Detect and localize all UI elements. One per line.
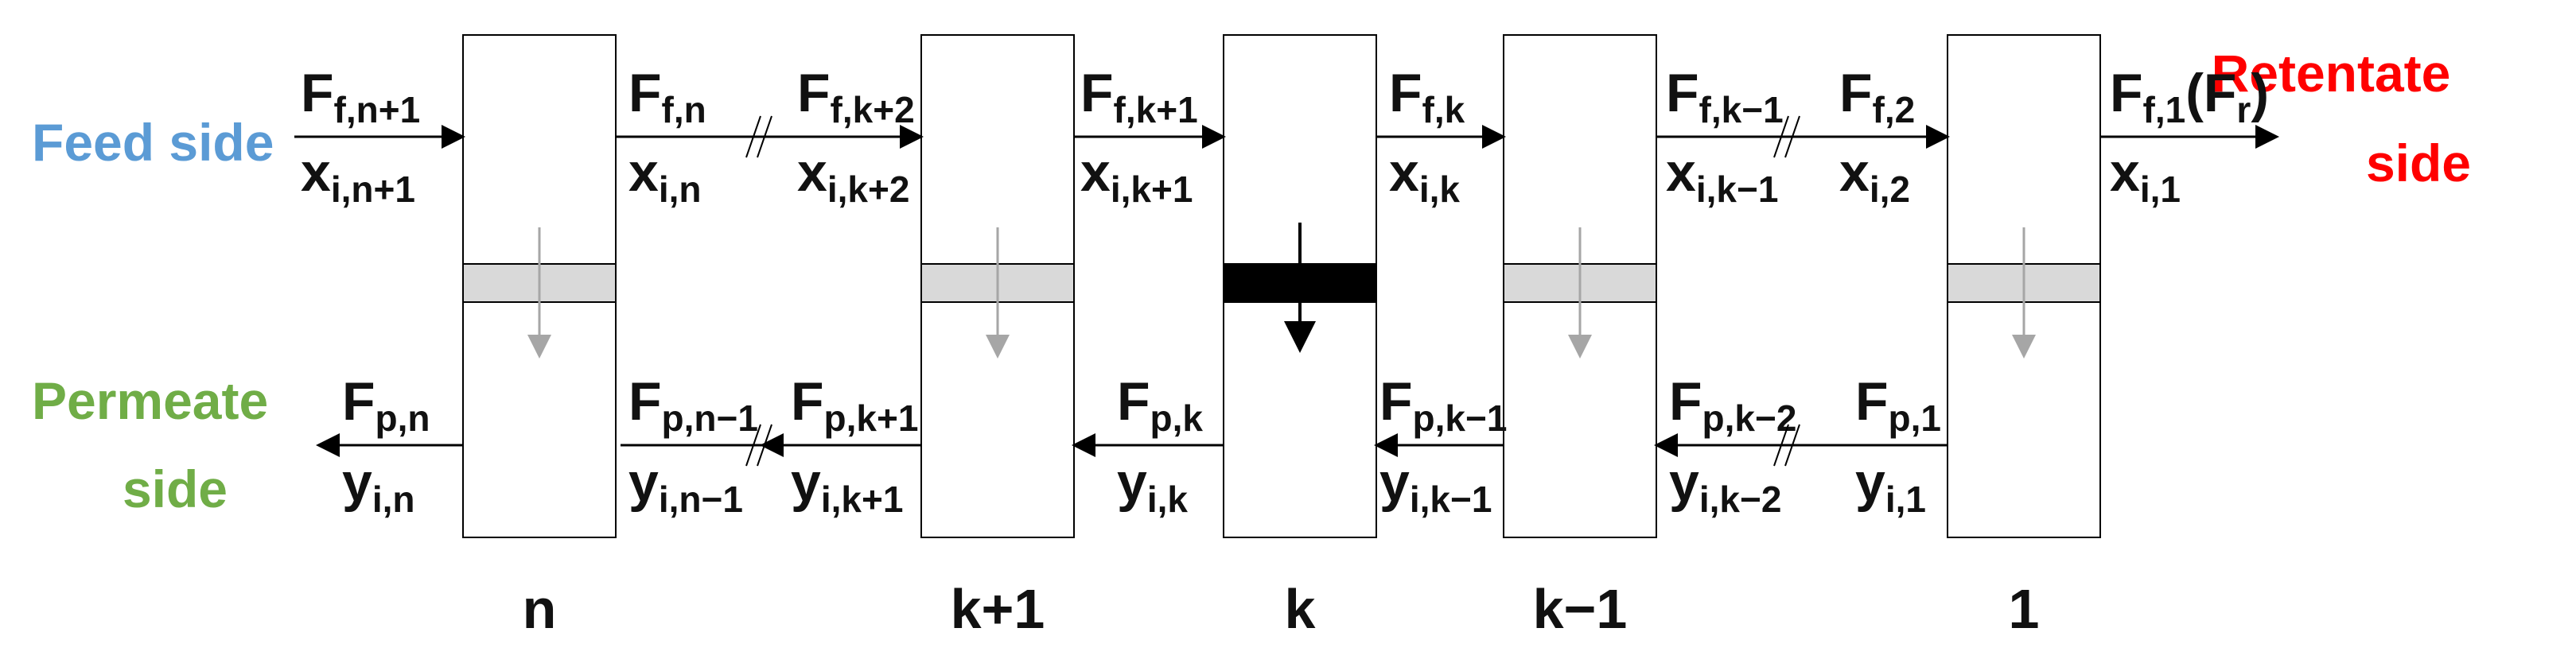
feed-streams-layer: Ff,n+1 xi,n+1 Ff,n xi,n Ff,k+2 xi,k+2 Ff,k+1 xi… bbox=[294, 63, 2279, 210]
stage-1: k+1 bbox=[920, 34, 1075, 640]
feed-composition-label: xi,k+1 bbox=[1080, 142, 1193, 210]
feed-flow-label: Ff,2 bbox=[1839, 63, 1915, 130]
permeate-composition-label: yi,k−2 bbox=[1669, 452, 1781, 520]
stage-label: k+1 bbox=[951, 578, 1045, 640]
stage-label: 1 bbox=[2009, 578, 2040, 640]
feed-stream-2: Ff,k+2 xi,k+2 bbox=[762, 63, 924, 210]
permeate-stream-2: Fp,k+1 yi,k+1 bbox=[760, 371, 921, 520]
permeate-flow-label: Fp,k−1 bbox=[1379, 371, 1507, 439]
retentate-side-label-line1: Retentate bbox=[2212, 44, 2451, 103]
feed-composition-label: xi,k+2 bbox=[797, 142, 909, 210]
permeate-composition-label: yi,1 bbox=[1855, 452, 1926, 520]
feed-stream-1: Ff,n xi,n bbox=[616, 63, 762, 210]
feed-composition-label: xi,n bbox=[628, 142, 702, 210]
permeate-composition-label: yi,k bbox=[1117, 452, 1188, 520]
feed-composition-label: xi,1 bbox=[2110, 142, 2181, 210]
feed-composition-label: xi,2 bbox=[1839, 142, 1910, 210]
permeate-flow-label: Fp,1 bbox=[1855, 371, 1941, 439]
permeate-composition-label: yi,k−1 bbox=[1379, 452, 1492, 520]
feed-composition-label: xi,k bbox=[1389, 142, 1460, 210]
permeate-stream-3: Fp,k yi,k bbox=[1072, 371, 1224, 520]
permeate-stream-5: Fp,k−2 yi,k−2 bbox=[1654, 371, 1796, 520]
stage-4: 1 bbox=[1947, 34, 2101, 640]
permeate-flow-label: Fp,n−1 bbox=[628, 371, 758, 439]
break-mark bbox=[1784, 115, 1800, 158]
permeate-flow-label: Fp,k bbox=[1117, 371, 1203, 439]
break-mark bbox=[757, 424, 772, 467]
feed-stream-0: Ff,n+1 xi,n+1 bbox=[294, 63, 465, 210]
break-mark bbox=[1784, 424, 1800, 467]
permeate-side-label-line2: side bbox=[123, 459, 228, 518]
permeate-flow-label: Fp,k+1 bbox=[791, 371, 918, 439]
break-mark bbox=[1773, 115, 1789, 158]
permeate-streams-layer: Fp,n yi,n Fp,n−1 yi,n−1 Fp,k+1 yi,k+1 Fp,k yi,k… bbox=[316, 371, 1948, 520]
permeate-stream-4: Fp,k−1 yi,k−1 bbox=[1374, 371, 1507, 520]
retentate-side-label-line2: side bbox=[2366, 134, 2471, 192]
permeate-stream-6: Fp,1 yi,1 bbox=[1790, 371, 1948, 520]
permeate-composition-label: yi,n−1 bbox=[628, 452, 743, 520]
feed-flow-label: Ff,n bbox=[628, 63, 706, 130]
feed-stream-4: Ff,k xi,k bbox=[1376, 63, 1506, 210]
stages-layer: n k+1 k k−1 1 bbox=[462, 34, 2101, 640]
feed-stream-7: Ff,1(Fr) xi,1 bbox=[2100, 63, 2279, 210]
break-mark bbox=[745, 424, 761, 467]
stage-label: n bbox=[523, 578, 557, 640]
feed-flow-label: Ff,n+1 bbox=[301, 63, 420, 130]
stage-label: k bbox=[1285, 578, 1316, 640]
feed-stream-3: Ff,k+1 xi,k+1 bbox=[1074, 63, 1226, 210]
break-mark bbox=[745, 115, 761, 158]
permeate-stream-0: Fp,n yi,n bbox=[316, 371, 463, 520]
feed-flow-label: Ff,k bbox=[1389, 63, 1465, 130]
feed-composition-label: xi,n+1 bbox=[301, 142, 415, 210]
permeate-composition-label: yi,k+1 bbox=[791, 452, 903, 520]
stage-3: k−1 bbox=[1503, 34, 1657, 640]
break-mark bbox=[1773, 424, 1789, 467]
stage-label: k−1 bbox=[1533, 578, 1628, 640]
permeate-side-label-line1: Permeate bbox=[32, 371, 268, 430]
stage-2: k bbox=[1223, 34, 1377, 640]
feed-stream-6: Ff,2 xi,2 bbox=[1790, 63, 1950, 210]
feed-flow-label: Ff,k−1 bbox=[1666, 63, 1784, 130]
feed-flow-label: Ff,k+2 bbox=[797, 63, 915, 130]
stage-0: n bbox=[462, 34, 617, 640]
permeate-stream-1: Fp,n−1 yi,n−1 bbox=[621, 371, 762, 520]
feed-side-label: Feed side bbox=[32, 113, 274, 172]
feed-stream-5: Ff,k−1 xi,k−1 bbox=[1656, 63, 1790, 210]
break-mark bbox=[757, 115, 772, 158]
feed-flow-label: Ff,k+1 bbox=[1080, 63, 1198, 130]
permeate-flow-label: Fp,n bbox=[342, 371, 430, 439]
permeate-flow-label: Fp,k−2 bbox=[1669, 371, 1796, 439]
feed-composition-label: xi,k−1 bbox=[1666, 142, 1778, 210]
permeate-composition-label: yi,n bbox=[342, 452, 415, 520]
feed-flow-label: Ff,1(Fr) bbox=[2110, 63, 2269, 130]
